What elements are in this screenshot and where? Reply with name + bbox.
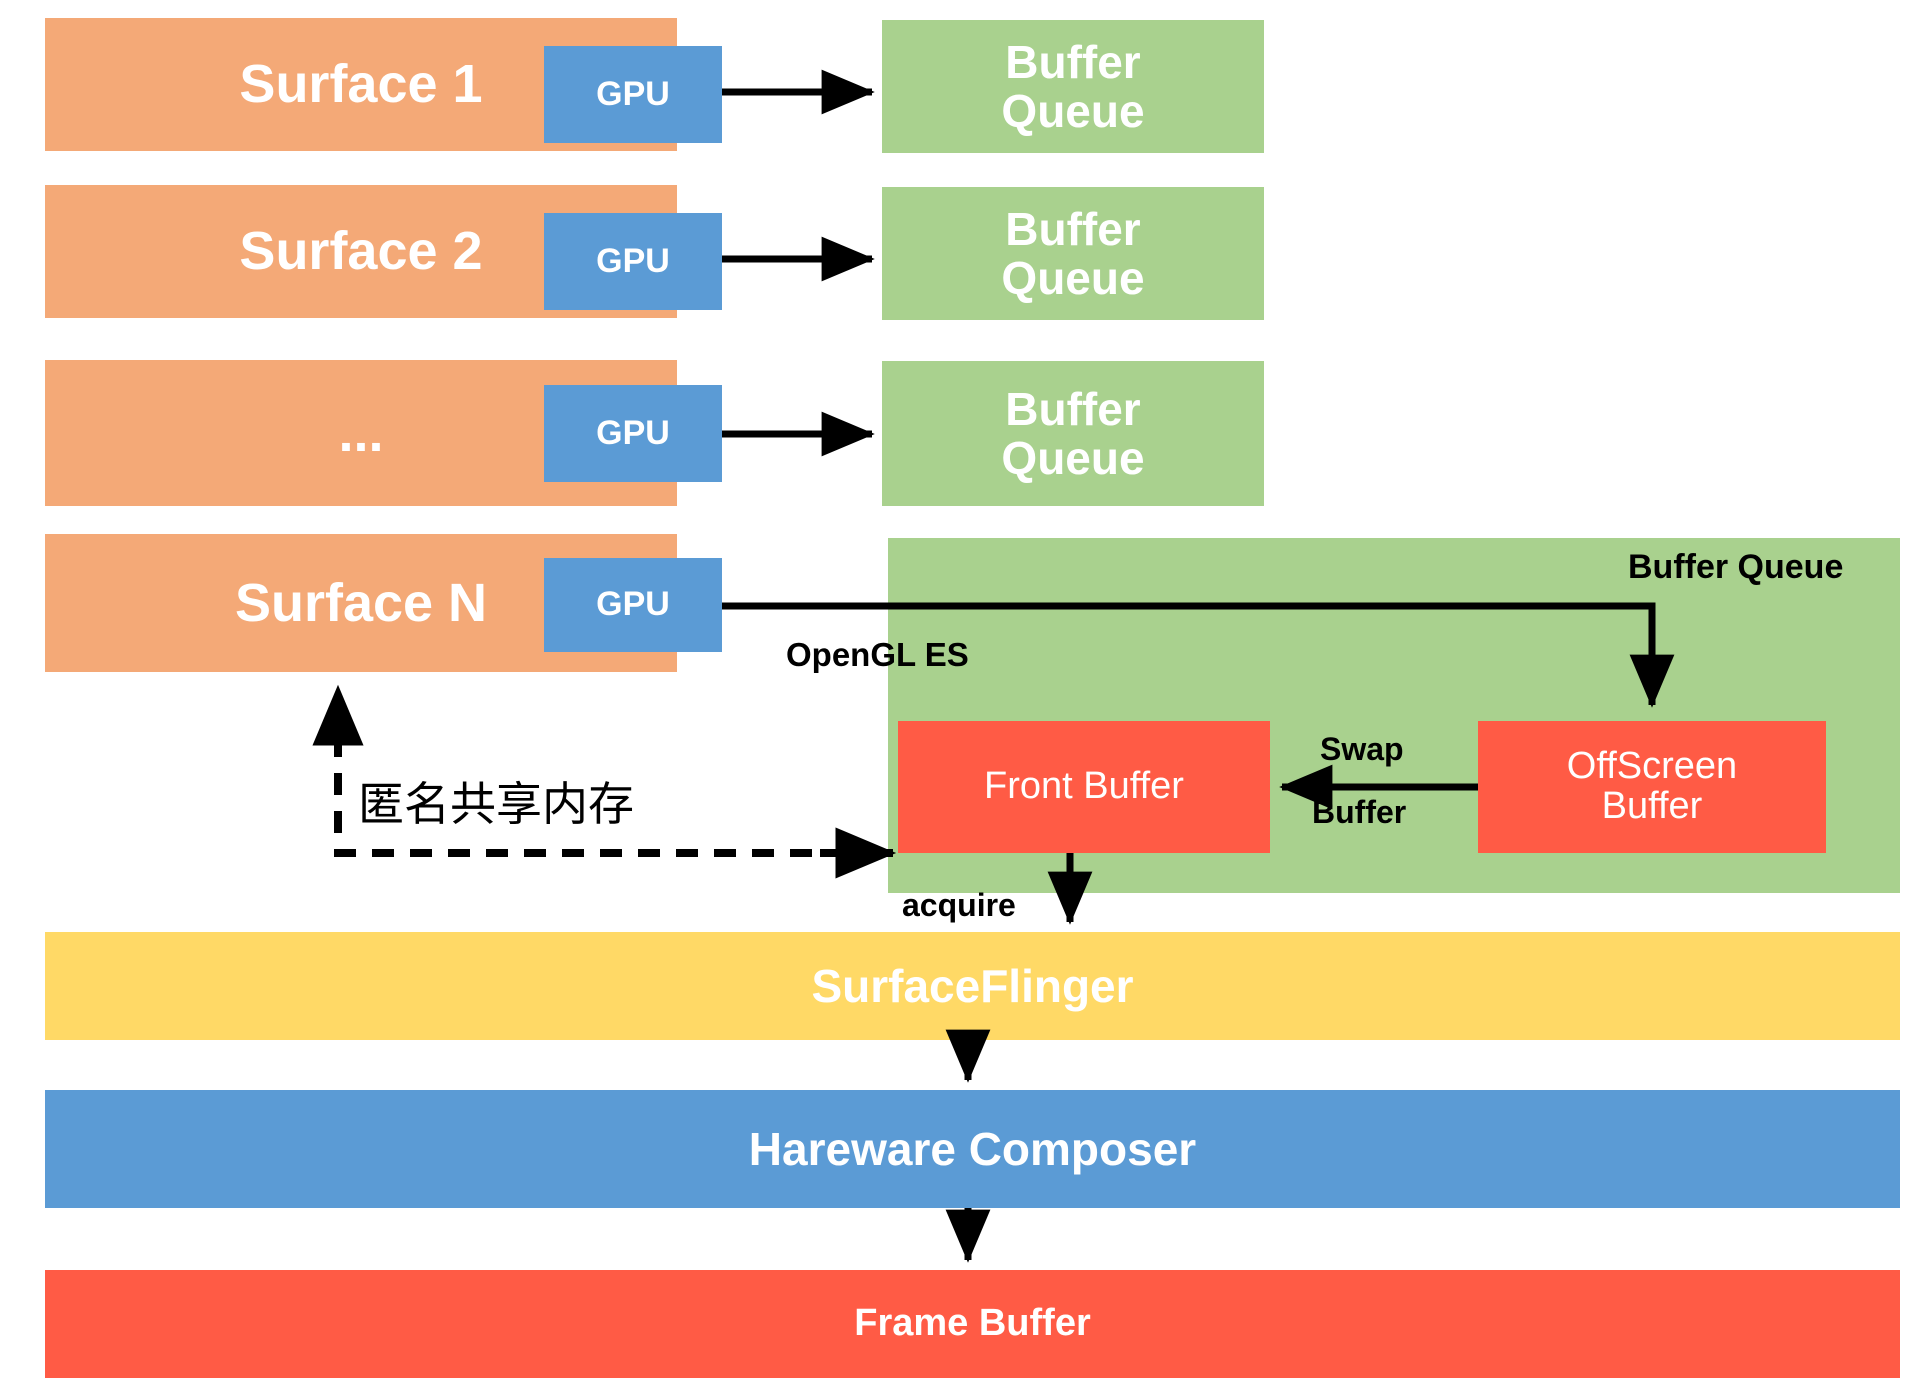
buffer-queue-box-2: Buffer Queue — [882, 187, 1264, 320]
opengl-es-label: OpenGL ES — [786, 636, 969, 673]
gpu-box-1: GPU — [544, 46, 722, 143]
buffer-queue-line2-1: Queue — [1001, 84, 1145, 137]
swap-buffer-label-line1: Swap — [1320, 731, 1404, 767]
gpu-label-3: GPU — [596, 413, 670, 452]
big-buffer-queue-title: Buffer Queue — [1628, 548, 1844, 586]
front-buffer-label: Front Buffer — [984, 765, 1184, 808]
gpu-label-1: GPU — [596, 74, 670, 113]
buffer-queue-box-3: Buffer Queue — [882, 361, 1264, 506]
surface-label-2: Surface 2 — [239, 221, 483, 282]
offscreen-buffer-line1: OffScreen — [1566, 745, 1738, 788]
acquire-label: acquire — [902, 887, 1016, 923]
buffer-queue-line1-2: Buffer — [1005, 203, 1141, 256]
surface-label-4: Surface N — [234, 572, 488, 633]
buffer-queue-box-1: Buffer Queue — [882, 20, 1264, 153]
gpu-box-3: GPU — [544, 385, 722, 482]
frame-buffer-bar: Frame Buffer — [45, 1270, 1900, 1378]
surface-label-1: Surface 1 — [239, 54, 483, 115]
offscreen-buffer-box: OffScreen Buffer — [1478, 721, 1826, 853]
gpu-label-2: GPU — [596, 241, 670, 280]
buffer-queue-line1-1: Buffer — [1005, 36, 1141, 89]
front-buffer-box: Front Buffer — [898, 721, 1270, 853]
gpu-label-4: GPU — [596, 585, 670, 624]
buffer-queue-line2-3: Queue — [1001, 431, 1145, 484]
surfaceflinger-label: SurfaceFlinger — [811, 959, 1134, 1012]
frame-buffer-label: Frame Buffer — [854, 1302, 1091, 1345]
hardware-composer-bar: Hareware Composer — [45, 1090, 1900, 1208]
buffer-queue-line2-2: Queue — [1001, 251, 1145, 304]
surface-label-3: ... — [338, 402, 384, 463]
gpu-box-4: GPU — [544, 558, 722, 652]
buffer-queue-line1-3: Buffer — [1005, 383, 1141, 436]
shared-memory-label: 匿名共享内存 — [358, 777, 634, 831]
offscreen-buffer-line2: Buffer — [1601, 785, 1703, 827]
hardware-composer-label: Hareware Composer — [748, 1122, 1197, 1175]
swap-buffer-label-line2: Buffer — [1312, 794, 1407, 830]
gpu-box-2: GPU — [544, 213, 722, 310]
surfaceflinger-bar: SurfaceFlinger — [45, 932, 1900, 1040]
